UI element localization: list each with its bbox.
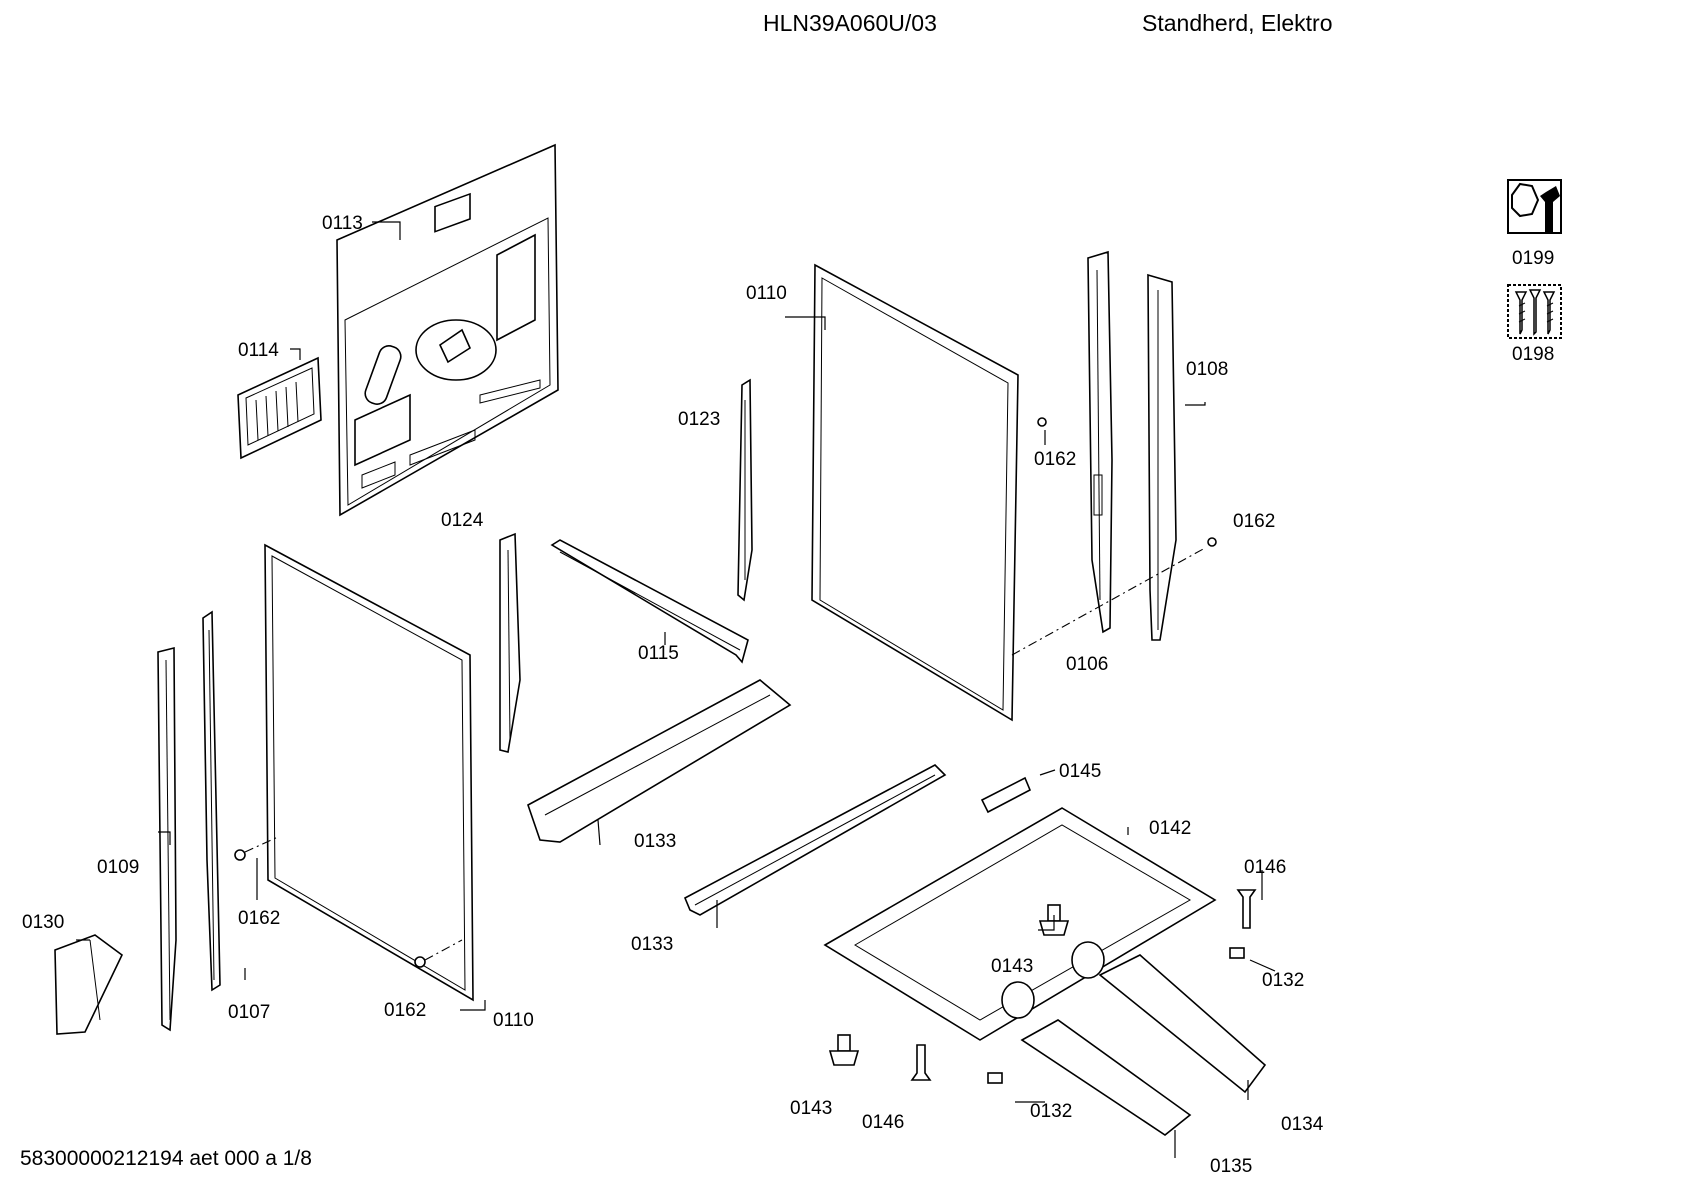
label-0110-lower: 0110 [493,1010,534,1031]
part-0133-support-upper[interactable] [527,679,792,843]
accessory-id-0199: 0199 [1512,248,1554,269]
part-caster-wheel [1071,941,1105,979]
label-0162-lower: 0162 [384,1000,426,1021]
label-0162-right: 0162 [1233,511,1275,532]
part-0132-nut[interactable] [1229,947,1245,959]
part-caster-wheel [1001,981,1035,1019]
part-0115-crossbar[interactable] [550,539,749,664]
part-0162-screw[interactable] [1207,537,1217,547]
label-0123: 0123 [678,409,720,430]
part-0109-trim[interactable] [157,646,177,1032]
part-0123-rail[interactable] [737,378,753,602]
label-0132-lower: 0132 [1030,1101,1072,1122]
label-0124: 0124 [441,510,484,531]
part-0146-bolt[interactable] [910,1044,932,1081]
label-0135: 0135 [1210,1156,1252,1177]
wrench-service-icon[interactable]: 0199 [1507,179,1562,269]
label-0114: 0114 [238,340,279,361]
leader-lines [76,221,1276,1158]
part-0113-rear-panel[interactable] [336,143,559,517]
part-0162-screw[interactable] [234,849,246,861]
part-0107-strip[interactable] [202,610,221,992]
part-0133-support-lower[interactable] [683,764,947,916]
label-0142: 0142 [1149,818,1191,839]
part-0108-side-strip[interactable] [1147,273,1177,641]
model-number: HLN39A060U/03 [763,10,937,36]
label-0106: 0106 [1066,654,1108,675]
part-0162-screw[interactable] [1037,417,1047,427]
label-0132-right: 0132 [1262,970,1304,991]
label-0133-upper: 0133 [634,831,676,852]
part-0146-bolt[interactable] [1236,889,1257,929]
label-0146-right: 0146 [1244,857,1286,878]
part-0124-rail[interactable] [499,532,521,753]
part-0135-leg-rail[interactable] [1020,1019,1192,1136]
label-0143-lower: 0143 [790,1098,832,1119]
label-0115: 0115 [638,643,679,664]
screws-kit-icon[interactable]: 0198 [1507,284,1562,365]
label-0162-upper: 0162 [1034,449,1076,470]
part-0110-side-panel-upper[interactable] [811,263,1019,722]
label-0130: 0130 [22,912,64,933]
part-0143-foot[interactable] [828,1034,860,1066]
document-reference: 58300000212194 aet 000 a 1/8 [20,1147,312,1170]
part-0132-nut[interactable] [987,1072,1003,1084]
part-0130-bracket[interactable] [54,934,124,1035]
label-0109: 0109 [97,857,139,878]
label-0110-upper: 0110 [746,283,787,304]
label-0107: 0107 [228,1002,270,1023]
part-0145-clip[interactable] [980,776,1032,814]
part-0106-side-rail[interactable] [1087,250,1113,634]
label-0146-lower: 0146 [862,1112,904,1133]
label-0143-center: 0143 [991,956,1033,977]
label-0134: 0134 [1281,1114,1324,1135]
part-0142-base-frame[interactable] [823,807,1217,1041]
part-0110-side-panel-lower[interactable] [264,543,474,1002]
label-0133-lower: 0133 [631,934,673,955]
label-0108: 0108 [1186,359,1228,380]
product-description: Standherd, Elektro [1142,10,1333,36]
part-0162-screw[interactable] [414,956,426,968]
label-0162-left: 0162 [238,908,280,929]
label-0113: 0113 [322,213,363,234]
part-0114-vent-grille[interactable] [237,356,322,460]
label-0145: 0145 [1059,761,1101,782]
accessory-id-0198: 0198 [1512,344,1554,365]
part-0134-leg-rail[interactable] [1098,954,1267,1094]
